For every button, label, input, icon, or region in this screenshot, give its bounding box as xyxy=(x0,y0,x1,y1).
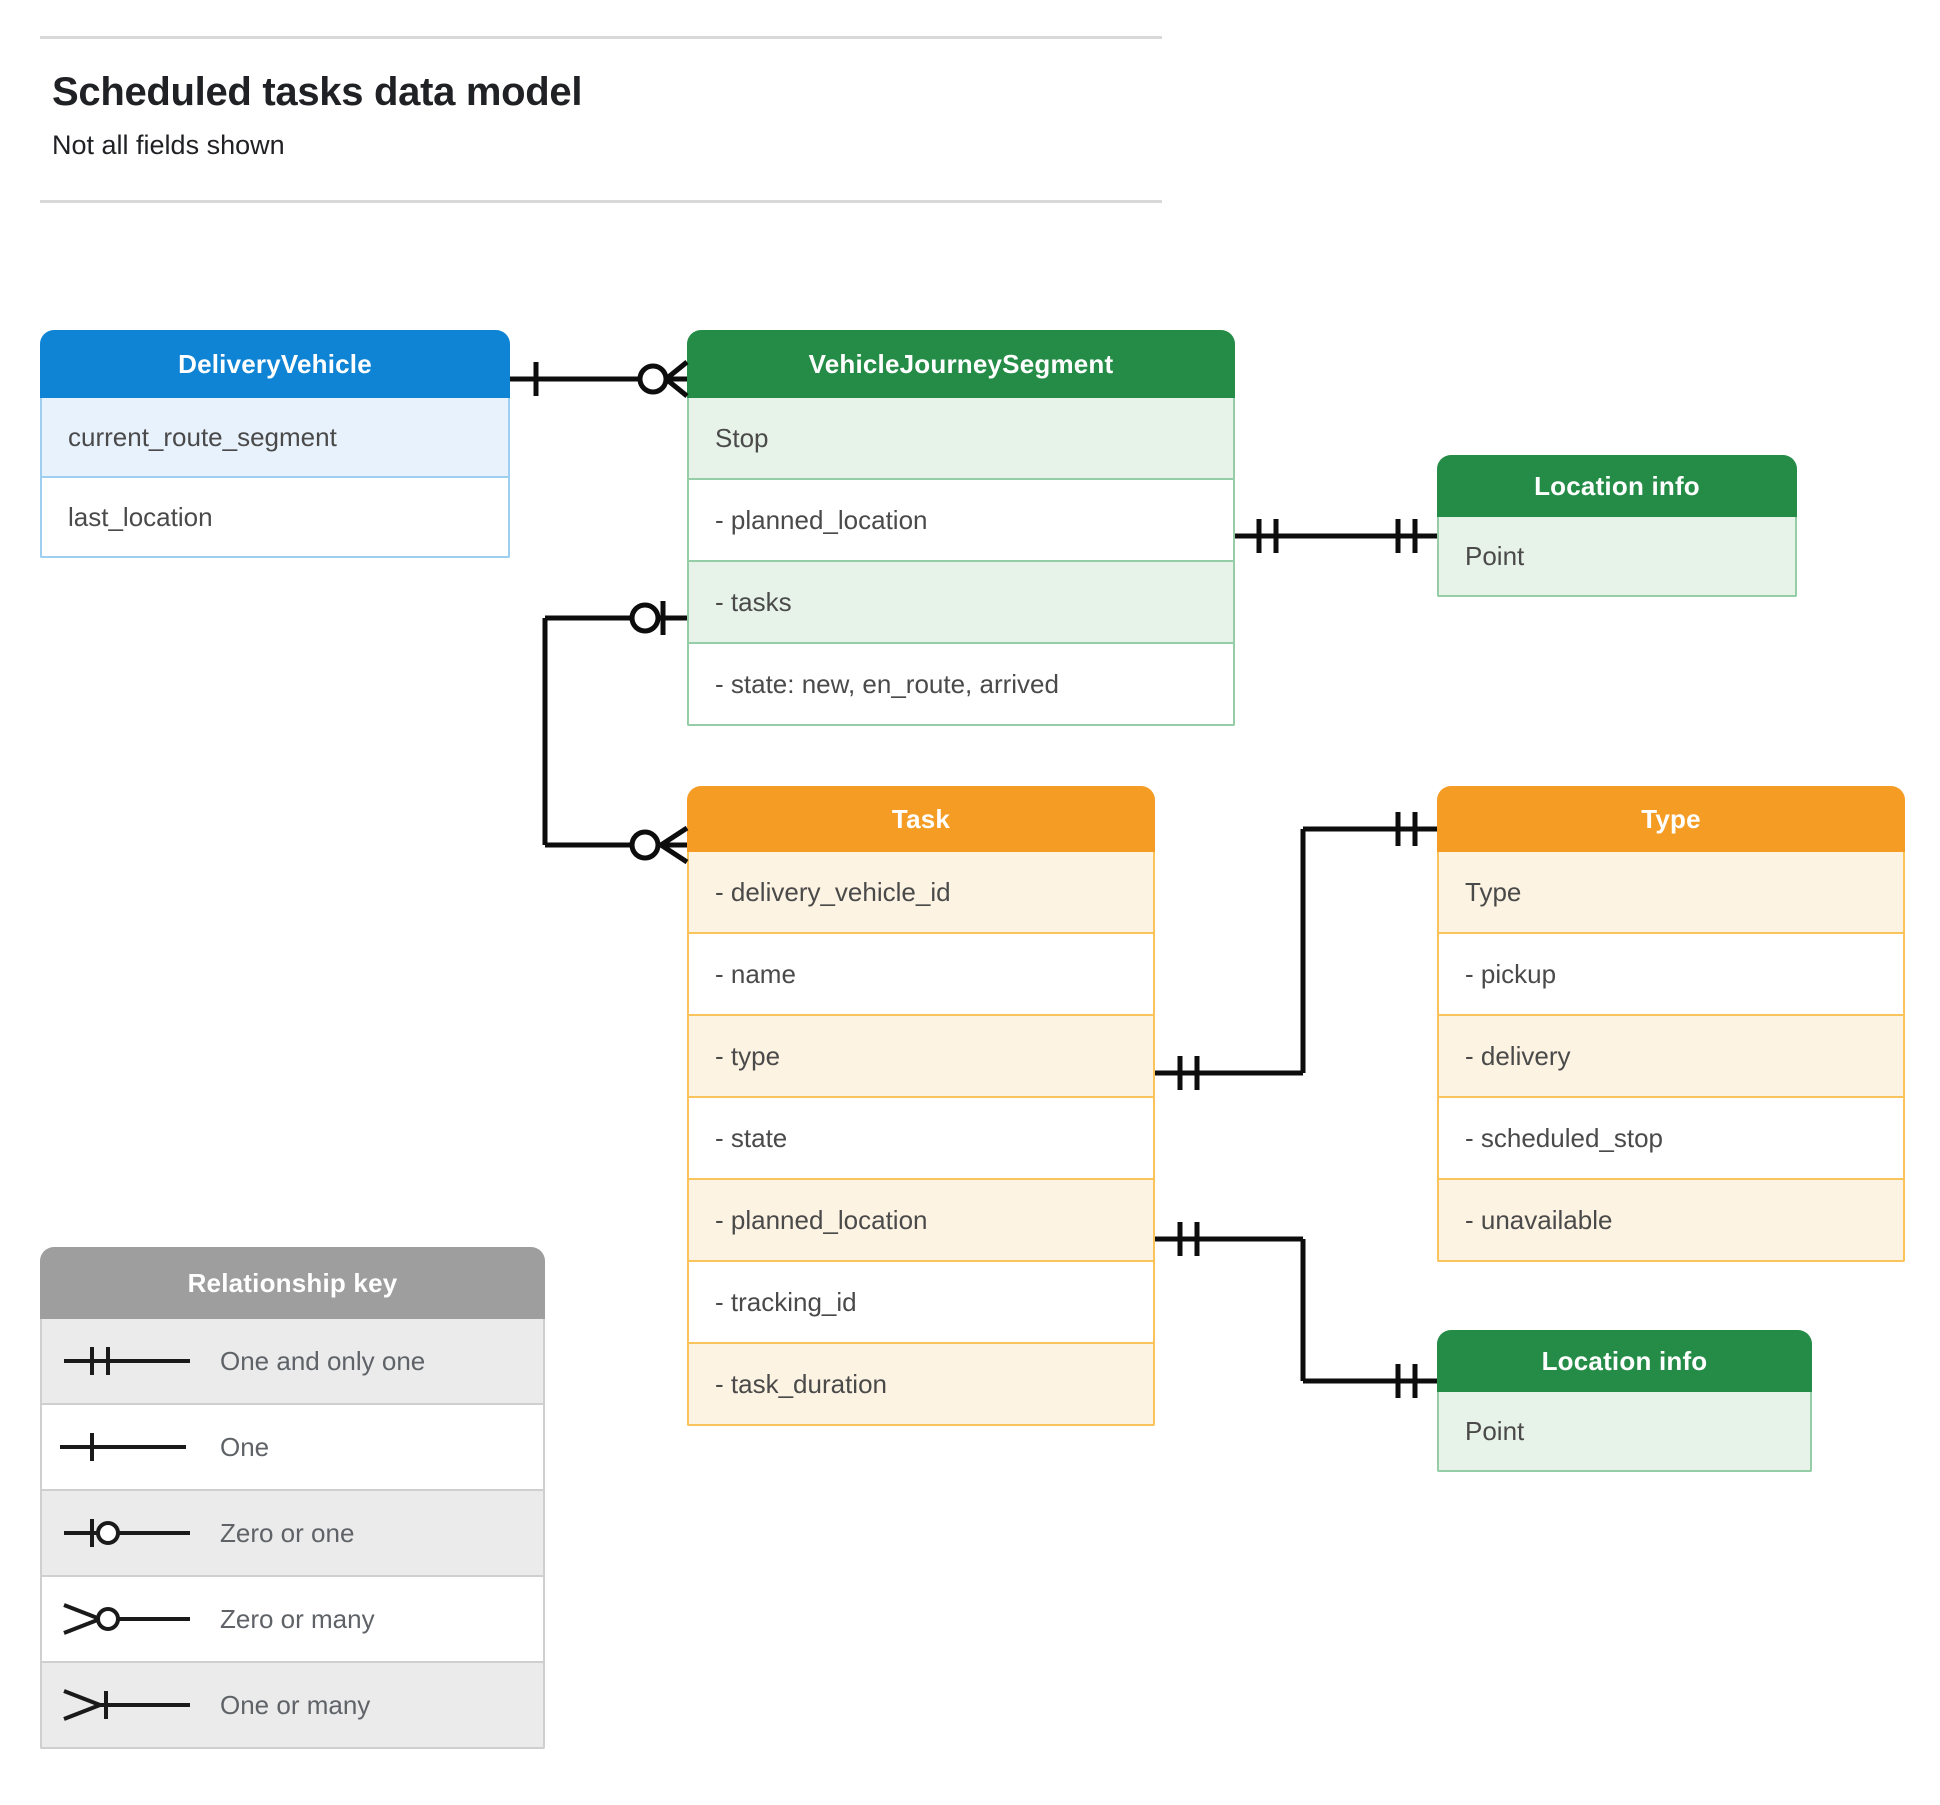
entity-vehicle-journey-segment[interactable]: VehicleJourneySegment Stop - planned_loc… xyxy=(687,330,1235,726)
field-row[interactable]: - state: new, en_route, arrived xyxy=(687,644,1235,726)
legend-header: Relationship key xyxy=(40,1247,545,1319)
one-and-only-one-icon xyxy=(60,1341,200,1381)
field-label: Stop xyxy=(715,422,769,453)
field-row[interactable]: - planned_location xyxy=(687,1180,1155,1262)
field-row[interactable]: - unavailable xyxy=(1437,1180,1905,1262)
zero-or-many-icon xyxy=(60,1599,200,1639)
field-row[interactable]: - type xyxy=(687,1016,1155,1098)
one-icon xyxy=(60,1427,200,1467)
field-label: - state xyxy=(715,1122,788,1153)
field-row[interactable]: - task_duration xyxy=(687,1344,1155,1426)
entity-header-type: Type xyxy=(1437,786,1905,852)
field-label: - delivery_vehicle_id xyxy=(715,876,951,907)
field-label: Type xyxy=(1465,876,1522,907)
header-divider-top xyxy=(40,36,1162,39)
field-row[interactable]: - scheduled_stop xyxy=(1437,1098,1905,1180)
field-label: - pickup xyxy=(1465,958,1557,989)
page-title: Scheduled tasks data model xyxy=(52,70,583,114)
field-row[interactable]: - delivery_vehicle_id xyxy=(687,852,1155,934)
field-row[interactable]: last_location xyxy=(40,478,510,558)
entity-header-vehicle-journey-segment: VehicleJourneySegment xyxy=(687,330,1235,398)
field-label: - tracking_id xyxy=(715,1286,857,1317)
field-label: - name xyxy=(715,958,796,989)
legend-item-label: Zero or one xyxy=(220,1517,355,1548)
legend-item-label: One xyxy=(220,1431,270,1462)
legend-item: One and only one xyxy=(40,1319,545,1405)
field-row[interactable]: - delivery xyxy=(1437,1016,1905,1098)
field-label: - delivery xyxy=(1465,1040,1571,1071)
legend-item: Zero or many xyxy=(40,1577,545,1663)
field-row[interactable]: Type xyxy=(1437,852,1905,934)
field-label: - tasks xyxy=(715,586,792,617)
legend-item-label: One or many xyxy=(220,1689,371,1720)
entity-location-info-top[interactable]: Location info Point xyxy=(1437,455,1797,597)
field-label: - unavailable xyxy=(1465,1204,1613,1235)
field-row[interactable]: Point xyxy=(1437,1392,1812,1472)
legend-item-label: One and only one xyxy=(220,1345,426,1376)
field-row[interactable]: - pickup xyxy=(1437,934,1905,1016)
one-or-many-icon xyxy=(60,1685,200,1725)
field-label: - scheduled_stop xyxy=(1465,1122,1664,1153)
field-label: - planned_location xyxy=(715,1204,928,1235)
field-row[interactable]: - tasks xyxy=(687,562,1235,644)
field-label: Point xyxy=(1465,1415,1525,1446)
entity-header-delivery-vehicle: DeliveryVehicle xyxy=(40,330,510,398)
entity-delivery-vehicle[interactable]: DeliveryVehicle current_route_segment la… xyxy=(40,330,510,558)
connector-deliveryvehicle-to-vehiclejourneysegment xyxy=(510,360,689,398)
field-label: - task_duration xyxy=(715,1368,887,1399)
legend-item: One or many xyxy=(40,1663,545,1749)
zero-or-one-icon xyxy=(60,1513,200,1553)
legend-item: One xyxy=(40,1405,545,1491)
field-row[interactable]: Stop xyxy=(687,398,1235,480)
entity-location-info-bottom[interactable]: Location info Point xyxy=(1437,1330,1812,1472)
field-row[interactable]: - planned_location xyxy=(687,480,1235,562)
field-row[interactable]: - state xyxy=(687,1098,1155,1180)
field-label: current_route_segment xyxy=(68,421,337,452)
connector-task-plannedlocation-to-locationinfo xyxy=(1155,1222,1437,1398)
field-label: Point xyxy=(1465,540,1525,571)
field-row[interactable]: current_route_segment xyxy=(40,398,510,478)
field-label: - planned_location xyxy=(715,504,928,535)
field-label: - type xyxy=(715,1040,781,1071)
entity-type[interactable]: Type Type - pickup - delivery - schedule… xyxy=(1437,786,1905,1262)
field-row[interactable]: - tracking_id xyxy=(687,1262,1155,1344)
field-label: last_location xyxy=(68,501,213,532)
legend-item: Zero or one xyxy=(40,1491,545,1577)
page-subtitle: Not all fields shown xyxy=(52,130,285,160)
entity-task[interactable]: Task - delivery_vehicle_id - name - type… xyxy=(687,786,1155,1426)
entity-header-location-info-top: Location info xyxy=(1437,455,1797,517)
field-row[interactable]: - name xyxy=(687,934,1155,1016)
field-row[interactable]: Point xyxy=(1437,517,1797,597)
entity-header-task: Task xyxy=(687,786,1155,852)
legend-relationship-key[interactable]: Relationship key One and only one One xyxy=(40,1247,545,1749)
connector-vjs-tasks-to-task xyxy=(542,601,689,865)
legend-item-label: Zero or many xyxy=(220,1603,375,1634)
connector-task-type-to-type xyxy=(1155,812,1437,1090)
field-label: - state: new, en_route, arrived xyxy=(715,668,1059,699)
entity-header-location-info-bottom: Location info xyxy=(1437,1330,1812,1392)
header-divider-bottom xyxy=(40,200,1162,203)
connector-vjs-plannedlocation-to-locationinfo xyxy=(1235,519,1437,553)
